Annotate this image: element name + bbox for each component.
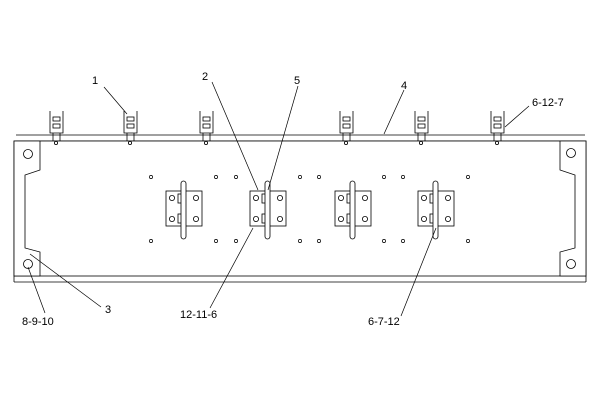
callout-5: 5 <box>294 75 300 87</box>
top-clip <box>199 111 214 145</box>
panel-frame <box>13 140 587 283</box>
callout-12-11-6: 12-11-6 <box>180 309 217 321</box>
top-rail <box>16 134 585 142</box>
callout-3: 3 <box>105 304 111 316</box>
leader-lines <box>27 81 530 317</box>
callout-6-12-7: 6-12-7 <box>532 97 564 109</box>
clamp-assembly <box>249 180 287 240</box>
top-clip <box>123 111 138 145</box>
clamp-assembly <box>165 180 203 240</box>
top-clip <box>490 111 505 145</box>
callout-4: 4 <box>401 80 407 92</box>
callout-2: 2 <box>202 71 208 83</box>
top-clip <box>414 111 429 145</box>
top-clip <box>49 111 64 145</box>
corner-holes <box>23 148 576 269</box>
callout-8-9-10: 8-9-10 <box>22 316 54 328</box>
callout-6-7-12: 6-7-12 <box>368 316 400 328</box>
bolt-dots <box>149 175 470 243</box>
clamp-assembly <box>417 180 455 240</box>
clamp-assembly <box>334 180 372 240</box>
callout-1: 1 <box>92 75 98 87</box>
top-clip <box>339 111 354 145</box>
